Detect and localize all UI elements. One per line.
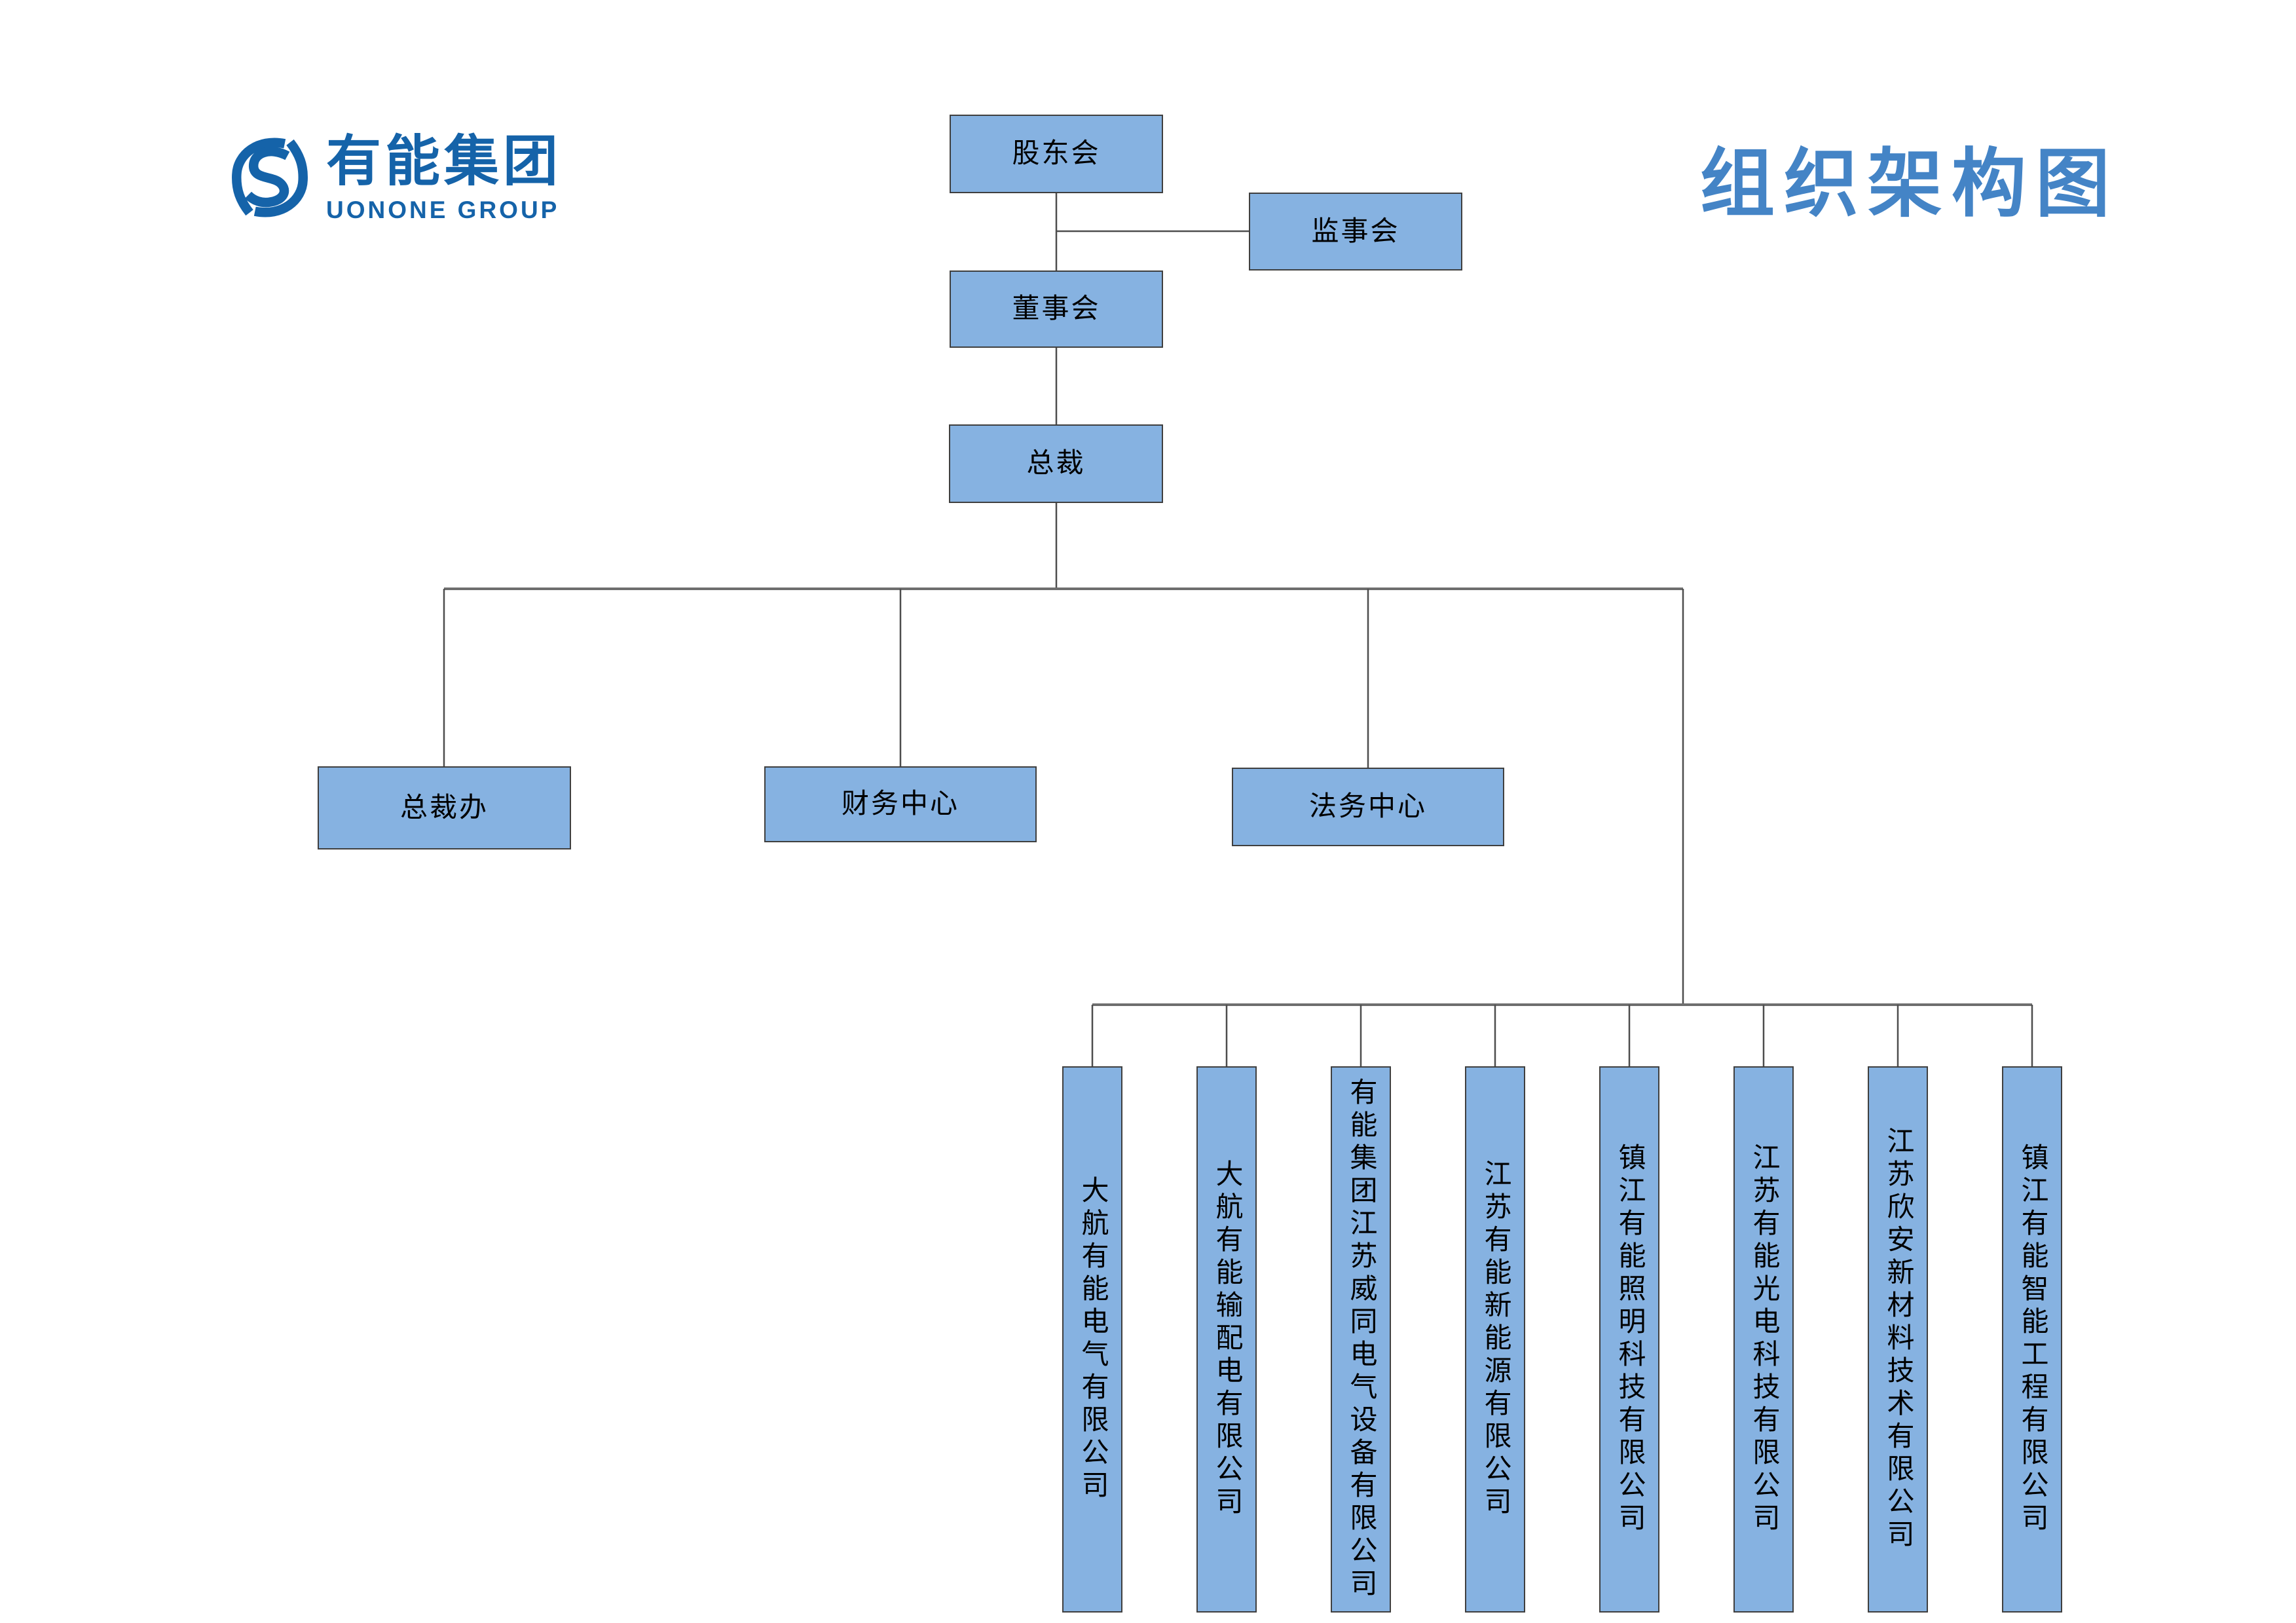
node-subsidiary-8: 镇江有能智能工程有限公司 [2002, 1066, 2062, 1613]
logo-text: 有能集团 UONONE GROUP [326, 126, 562, 222]
node-subsidiary-5: 镇江有能照明科技有限公司 [1599, 1066, 1659, 1613]
node-subsidiary-3: 有能集团江苏威同电气设备有限公司 [1331, 1066, 1391, 1613]
node-president: 总裁 [949, 424, 1163, 503]
node-board-of-directors: 董事会 [950, 270, 1163, 348]
node-subsidiary-1: 大航有能电气有限公司 [1062, 1066, 1122, 1613]
node-subsidiary-2: 大航有能输配电有限公司 [1196, 1066, 1257, 1613]
node-president-office: 总裁办 [318, 766, 571, 849]
s-leaf-logo-icon [232, 138, 308, 217]
node-subsidiary-4: 江苏有能新能源有限公司 [1465, 1066, 1525, 1613]
node-shareholders: 股东会 [950, 115, 1163, 193]
logo-name-en: UONONE GROUP [326, 196, 560, 223]
node-subsidiary-7: 江苏欣安新材料技术有限公司 [1868, 1066, 1928, 1613]
node-supervisory-board: 监事会 [1249, 193, 1462, 270]
page-title: 组织架构图 [1700, 143, 2120, 226]
node-finance-center: 财务中心 [764, 766, 1037, 842]
logo-name-zh: 有能集团 [326, 130, 563, 192]
node-legal-center: 法务中心 [1232, 768, 1504, 846]
node-subsidiary-6: 江苏有能光电科技有限公司 [1733, 1066, 1794, 1613]
company-logo: 有能集团 UONONE GROUP [229, 126, 562, 229]
